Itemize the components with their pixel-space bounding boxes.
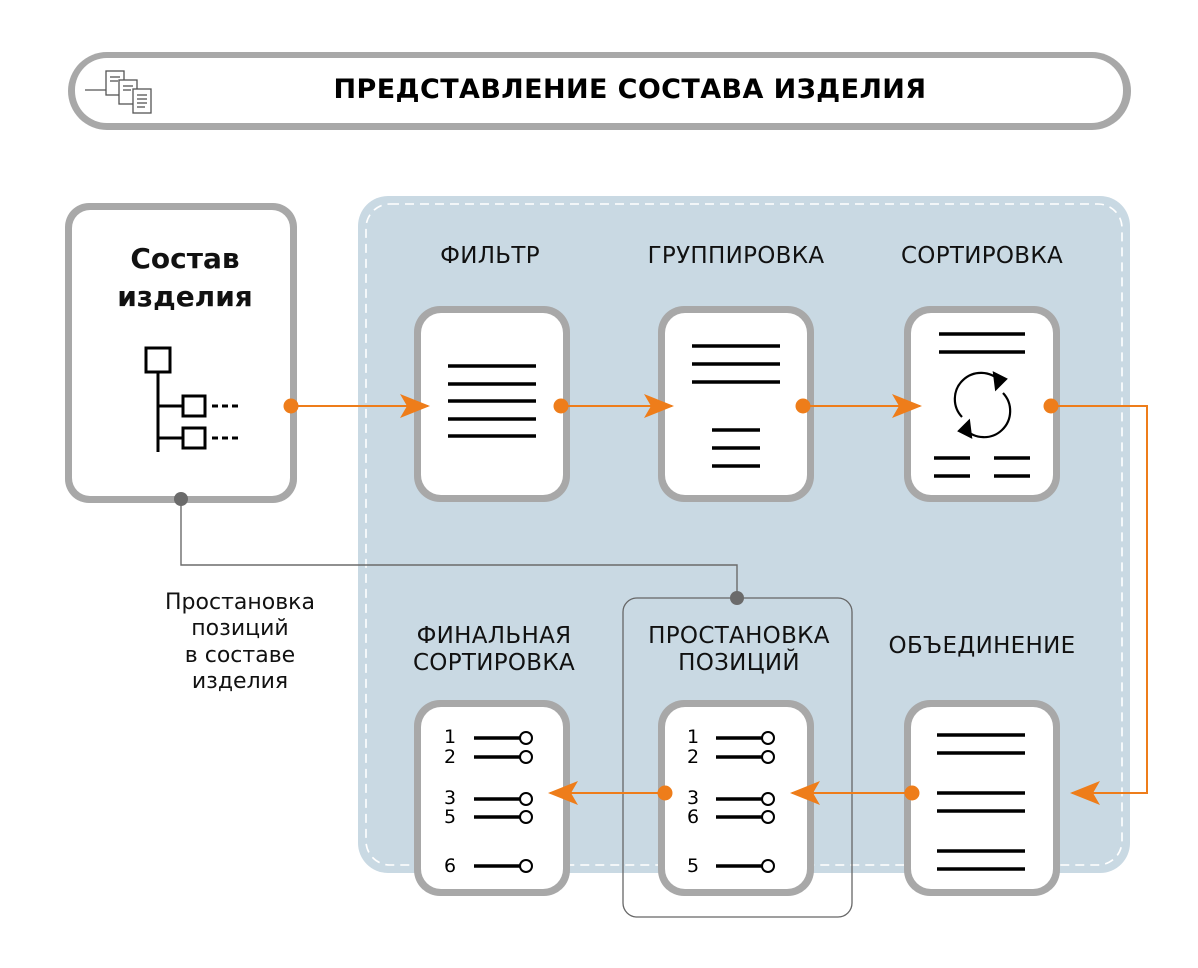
final-position-number: 1	[444, 726, 457, 748]
source-to-numbering-connector	[180, 499, 738, 598]
source-card-title: Состав изделия	[95, 240, 275, 316]
final-sorting-card	[414, 700, 570, 896]
source-title-line2: изделия	[117, 279, 253, 313]
numbering-position-number: 6	[687, 806, 700, 828]
source-card	[65, 203, 297, 503]
documents-icon	[85, 70, 152, 114]
side-label-line2: позиций	[191, 616, 289, 642]
side-label-line4: изделия	[191, 669, 289, 695]
flow-dots	[283, 398, 1059, 801]
grouping-card	[658, 306, 814, 502]
refresh-icon	[953, 371, 1012, 439]
final-position-number: 6	[444, 855, 457, 877]
numbering-connector-dot	[730, 591, 744, 605]
stage-label-sorting: СОРТИРОВКА	[900, 243, 1064, 269]
stage-label-final-sorting: ФИНАЛЬНАЯ СОРТИРОВКА	[386, 623, 602, 677]
final-label-line2: СОРТИРОВКА	[412, 650, 576, 677]
stage-label-merge: ОБЪЕДИНЕНИЕ	[888, 633, 1076, 659]
side-label-line3: в составе	[184, 642, 296, 668]
final-label-line1: ФИНАЛЬНАЯ	[416, 623, 572, 649]
tree-structure-icon	[144, 346, 242, 452]
filter-card	[414, 306, 570, 502]
source-title-line1: Состав	[130, 242, 240, 275]
final-position-number: 5	[444, 806, 457, 828]
stage-label-numbering: ПРОСТАНОВКА ПОЗИЦИЙ	[626, 623, 852, 677]
numbering-position-number: 1	[687, 726, 700, 748]
stage-label-grouping: ГРУППИРОВКА	[647, 243, 825, 269]
page-title: ПРЕДСТАВЛЕНИЕ СОСТАВА ИЗДЕЛИЯ	[333, 74, 927, 105]
numbering-position-number: 2	[687, 746, 700, 768]
final-position-number: 2	[444, 746, 457, 768]
arrow-sorting-to-merge	[1051, 405, 1148, 805]
side-label-line1: Простановка	[165, 590, 315, 615]
sorting-card	[904, 306, 1060, 502]
numbering-position-number: 3	[687, 787, 700, 809]
stage-label-filter: ФИЛЬТР	[440, 243, 540, 269]
final-position-number: 3	[444, 787, 457, 809]
header-banner	[68, 52, 1131, 130]
flow-arrows	[291, 394, 1148, 805]
numbering-card	[658, 700, 814, 896]
numbering-label-line1: ПРОСТАНОВКА	[648, 623, 830, 649]
numbering-position-number: 5	[687, 855, 700, 877]
numbering-side-label: Простановка позиций в составе изделия	[150, 590, 330, 696]
merge-card	[904, 700, 1060, 896]
numbering-label-line2: ПОЗИЦИЙ	[678, 650, 800, 677]
source-connector-dot	[174, 492, 188, 506]
